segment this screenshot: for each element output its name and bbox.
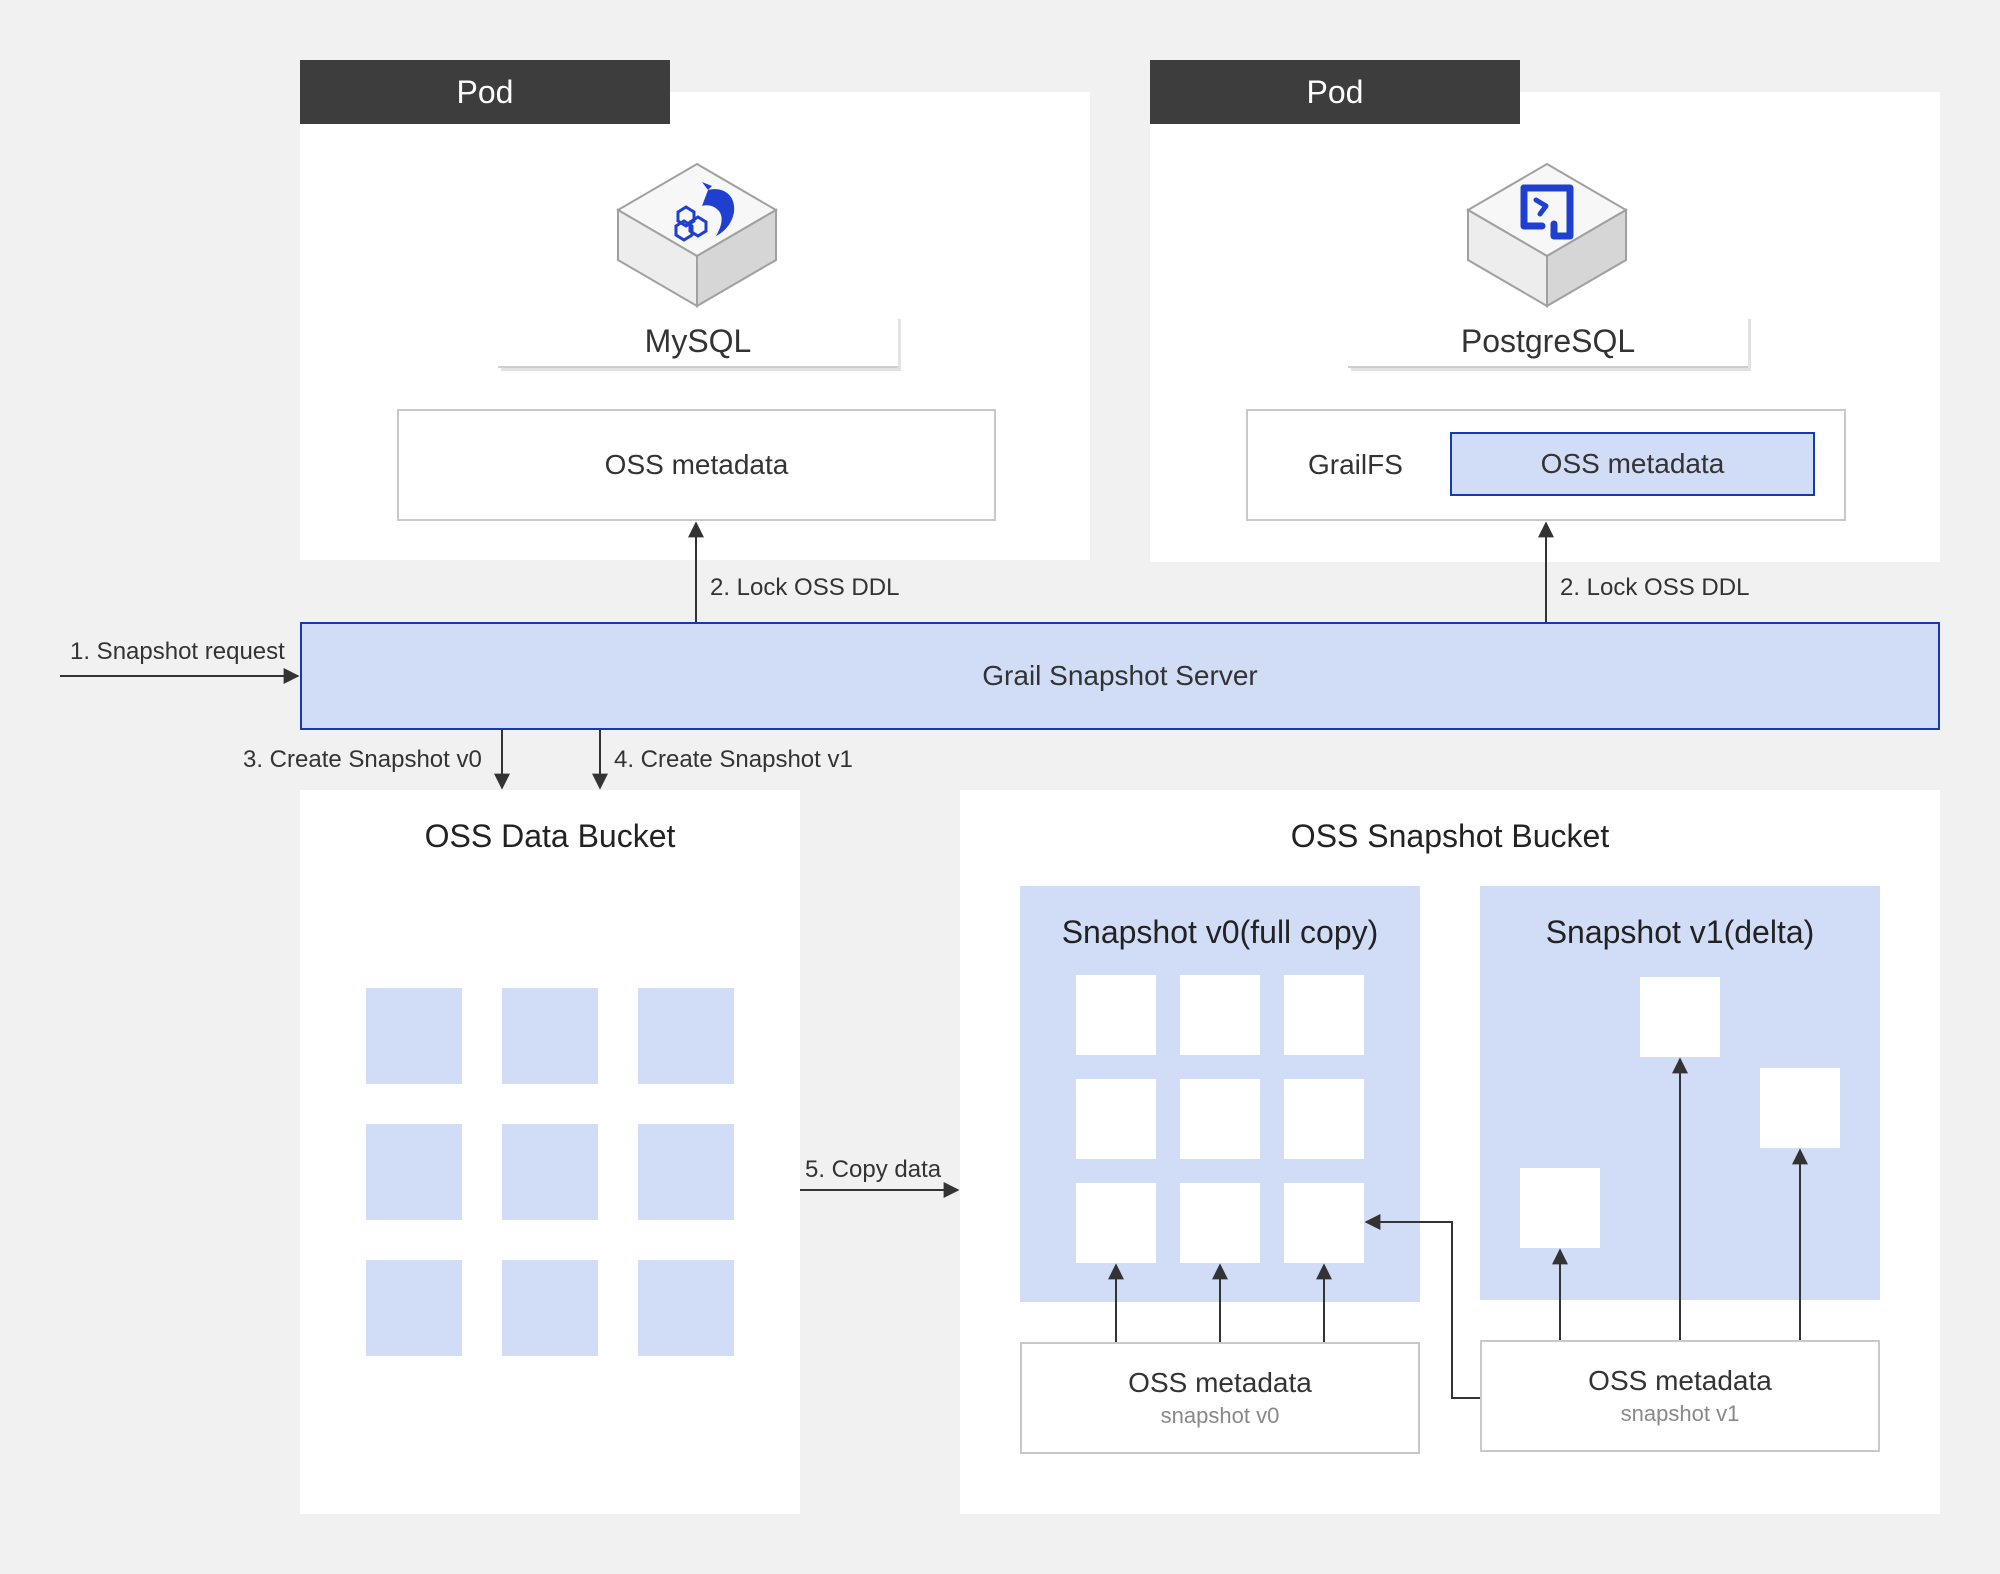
mysql-label: MySQL — [498, 316, 898, 368]
mysql-dolphin-icon — [674, 182, 735, 242]
snapshot-v0-metadata-label: OSS metadata — [1128, 1367, 1312, 1398]
snapshot-v0-block — [1076, 1079, 1156, 1159]
mysql-oss-metadata-box: OSS metadata — [397, 409, 996, 521]
arrow-v1-meta-to-v0-block — [1364, 1214, 1480, 1399]
data-block — [502, 1124, 598, 1220]
snapshot-v0-block — [1076, 1183, 1156, 1263]
edge-label-create-v0: 3. Create Snapshot v0 — [243, 746, 482, 773]
mysql-cube-icon — [612, 160, 782, 310]
snapshot-v1-title: Snapshot v1(delta) — [1545, 914, 1815, 950]
snapshot-v0-block — [1180, 975, 1260, 1055]
snapshot-v1-metadata-box: OSS metadata snapshot v1 — [1480, 1340, 1880, 1452]
snapshot-v0-block — [1180, 1079, 1260, 1159]
edge-label-create-v1: 4. Create Snapshot v1 — [614, 746, 853, 773]
snapshot-v1-block — [1520, 1168, 1600, 1248]
data-block — [366, 988, 462, 1084]
snapshot-v1-metadata-label: OSS metadata — [1588, 1365, 1772, 1396]
data-block — [366, 1124, 462, 1220]
grail-snapshot-server: Grail Snapshot Server — [300, 622, 1940, 730]
snapshot-v0-block — [1284, 975, 1364, 1055]
data-block — [502, 1260, 598, 1356]
edge-label-copy-data: 5. Copy data — [805, 1156, 942, 1183]
data-block — [366, 1260, 462, 1356]
snapshot-v0-metadata-box: OSS metadata snapshot v0 — [1020, 1342, 1420, 1454]
snapshot-v0-metadata-sub: snapshot v0 — [1160, 1403, 1280, 1428]
edge-label-snapshot-request: 1. Snapshot request — [70, 638, 285, 665]
postgresql-oss-metadata-box: OSS metadata — [1450, 432, 1815, 496]
pod-tab-mysql: Pod — [300, 60, 670, 124]
grailfs-label: GrailFS — [1308, 449, 1403, 480]
data-block — [638, 1260, 734, 1356]
pod-tab-postgresql: Pod — [1150, 60, 1520, 124]
postgresql-elephant-icon — [1520, 184, 1574, 240]
snapshot-v1-metadata-sub: snapshot v1 — [1620, 1401, 1740, 1426]
data-block — [638, 1124, 734, 1220]
snapshot-v0-block — [1284, 1183, 1364, 1263]
snapshot-v1-block — [1760, 1068, 1840, 1148]
oss-data-bucket-title: OSS Data Bucket — [424, 818, 676, 854]
oss-snapshot-bucket-title: OSS Snapshot Bucket — [1290, 818, 1610, 854]
edge-label-lock-ddl-left: 2. Lock OSS DDL — [710, 574, 900, 601]
snapshot-v0-block — [1180, 1183, 1260, 1263]
snapshot-v0-title: Snapshot v0(full copy) — [1061, 914, 1379, 950]
data-block — [638, 988, 734, 1084]
snapshot-v1-block — [1640, 977, 1720, 1057]
postgresql-cube-icon — [1462, 160, 1632, 310]
snapshot-v0-block — [1076, 975, 1156, 1055]
postgresql-label: PostgreSQL — [1348, 316, 1748, 368]
snapshot-v0-block — [1284, 1079, 1364, 1159]
data-block — [502, 988, 598, 1084]
edge-label-lock-ddl-right: 2. Lock OSS DDL — [1560, 574, 1750, 601]
